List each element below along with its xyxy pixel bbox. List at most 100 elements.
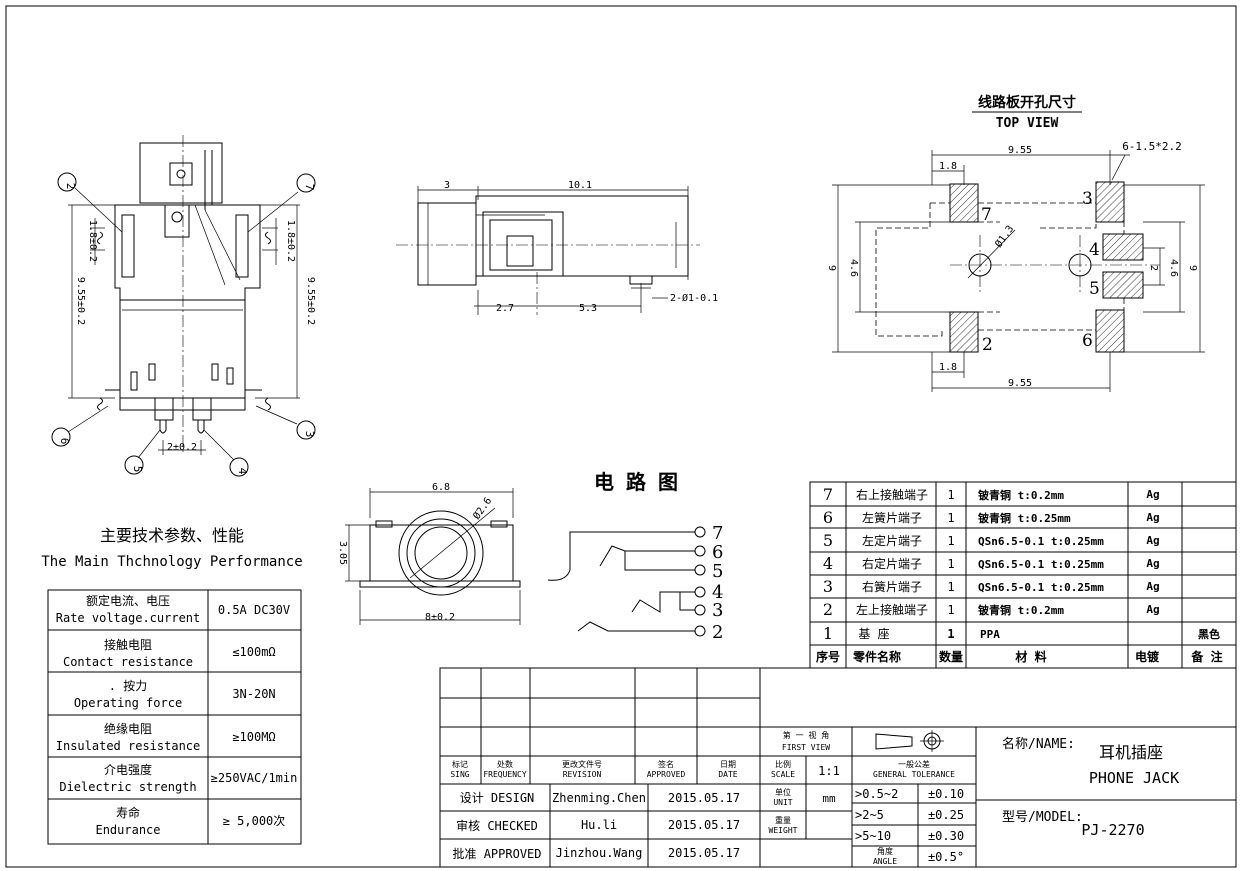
dim-top-height: 3.05 — [337, 541, 348, 565]
pcb-pad-label-5: 5 — [1089, 279, 1100, 299]
title-block — [439, 667, 1237, 868]
model-label: 型号/MODEL: — [1002, 810, 1083, 825]
top-view — [345, 488, 521, 625]
spec-dielectric-en: Dielectric strength — [59, 780, 196, 794]
bom-qty-4: 1 — [947, 557, 954, 571]
weight-cn: 重量 — [775, 815, 791, 825]
bom-no-2: 2 — [823, 600, 833, 619]
side-view — [396, 186, 700, 315]
rev-sign-cn: 标记 — [452, 759, 468, 769]
tol-range-1: >0.5~2 — [855, 787, 898, 801]
first-view-en: FIRST VIEW — [782, 743, 830, 752]
dim-top-dia: Ø2.6 — [471, 495, 495, 522]
spec-endurance-cn: 寿命 — [116, 805, 140, 820]
bom-name-1: 基 座 — [858, 626, 889, 641]
dim-side-bot-b: 5.3 — [579, 303, 597, 314]
tolerance-cn: 一般公差 — [898, 759, 930, 769]
tol-range-3: >5~10 — [855, 829, 891, 843]
circuit-node-3 — [694, 604, 706, 616]
pcb-layout — [832, 150, 1205, 392]
tol-value-1: ±0.10 — [928, 787, 964, 801]
bom-name-6: 左簧片端子 — [862, 510, 922, 525]
design-date: 2015.05.17 — [668, 791, 740, 805]
bom-qty-6: 1 — [947, 511, 954, 525]
pad-2 — [949, 311, 979, 353]
bom-plating-7: Ag — [1146, 488, 1159, 501]
circuit-pin-5: 5 — [712, 561, 723, 582]
dim-front-left-small: 1.8±0.2 — [87, 220, 98, 262]
pin-callout-4 — [229, 457, 249, 477]
product-name-en: PHONE JACK — [1089, 769, 1179, 787]
spec-contact-value: ≤100mΩ — [232, 645, 275, 659]
circuit-title: 电 路 图 — [594, 470, 678, 494]
bom-mat-3: QSn6.5-0.1 t:0.25mm — [978, 581, 1104, 594]
spec-insulated-cn: 绝缘电阻 — [104, 721, 152, 736]
bom-note-1: 黑色 — [1198, 627, 1220, 641]
pin-label-6: 6 — [58, 438, 71, 445]
dim-front-bottom: 2±0.2 — [167, 442, 197, 453]
pcb-pad-label-6: 6 — [1082, 331, 1093, 351]
spec-dielectric-cn: 介电强度 — [104, 762, 152, 777]
specs-table — [47, 589, 302, 845]
bom-table — [809, 481, 1237, 669]
scale-en: SCALE — [771, 770, 795, 779]
bom-mat-5: QSn6.5-0.1 t:0.25mm — [978, 535, 1104, 548]
approved-date: 2015.05.17 — [668, 846, 740, 860]
angle-cn: 角度 — [877, 846, 893, 856]
checked-label: 审核 CHECKED — [456, 818, 538, 833]
spec-force-en: Operating force — [74, 696, 182, 710]
unit-value: mm — [822, 792, 836, 805]
specs-title-en: The Main Thchnology Performance — [41, 554, 302, 570]
dim-pcb-left-inner: 4.6 — [848, 259, 859, 277]
dim-pcb-bot-small: 1.8 — [939, 362, 957, 373]
circuit-pin-7: 7 — [712, 523, 723, 544]
rev-approved-cn: 签名 — [658, 759, 674, 769]
dim-pcb-bot-len: 9.55 — [1008, 378, 1032, 389]
circuit-pin-2: 2 — [712, 622, 723, 643]
bom-plating-6: Ag — [1146, 511, 1159, 524]
dim-pcb-top-small: 1.8 — [939, 161, 957, 172]
rev-approved-en: APPROVED — [647, 770, 686, 779]
checked-date: 2015.05.17 — [668, 818, 740, 832]
pad-4 — [1102, 233, 1144, 261]
pcb-pad-note: 6-1.5*2.2 — [1122, 140, 1182, 153]
pcb-title-cn: 线路板开孔尺寸 — [978, 94, 1076, 111]
spec-dielectric-value: ≥250VAC/1min — [211, 771, 298, 785]
tol-value-2: ±0.25 — [928, 808, 964, 822]
spec-force-value: 3N-20N — [232, 687, 275, 701]
circuit-pin-6: 6 — [712, 542, 723, 563]
bom-no-7: 7 — [823, 485, 833, 504]
bom-header-qty: 数量 — [939, 649, 963, 664]
dim-top-width: 6.8 — [432, 482, 450, 493]
tol-value-angle: ±0.5° — [928, 850, 964, 864]
circuit-node-7 — [694, 526, 706, 538]
dim-pcb-hole: Ø1.3 — [993, 223, 1017, 250]
spec-contact-cn: 接触电阻 — [104, 637, 152, 652]
pad-6 — [1095, 309, 1125, 353]
pcb-pad-label-3: 3 — [1082, 189, 1093, 209]
pcb-pad-label-7: 7 — [981, 205, 992, 225]
pcb-title-en: TOP VIEW — [996, 116, 1059, 131]
circuit-pin-3: 3 — [712, 600, 723, 621]
rev-frequency-en: FREQUENCY — [483, 770, 527, 779]
checked-name: Hu.li — [581, 818, 617, 832]
bom-qty-1: 1 — [947, 627, 954, 641]
dim-pcb-left-outer: 9 — [826, 265, 837, 271]
first-view-cn: 第 一 视 角 — [783, 730, 829, 740]
dim-side-top-a: 3 — [444, 180, 450, 191]
rev-revision-en: REVISION — [563, 770, 602, 779]
spec-insulated-value: ≥100MΩ — [232, 730, 275, 744]
name-label: 名称/NAME: — [1002, 736, 1075, 752]
rev-date-en: DATE — [718, 770, 737, 779]
spec-endurance-en: Endurance — [95, 823, 160, 837]
circuit-pin-4: 4 — [712, 582, 723, 603]
bom-mat-7: 铍青铜 t:0.2mm — [978, 488, 1064, 502]
bom-name-3: 右簧片端子 — [862, 579, 922, 594]
pin-label-3: 3 — [303, 431, 316, 438]
circuit-diagram — [547, 526, 706, 637]
rev-date-cn: 日期 — [720, 760, 736, 769]
bom-qty-5: 1 — [947, 534, 954, 548]
specs-title-cn: 主要技术参数、性能 — [100, 526, 244, 545]
bom-no-6: 6 — [823, 508, 833, 527]
